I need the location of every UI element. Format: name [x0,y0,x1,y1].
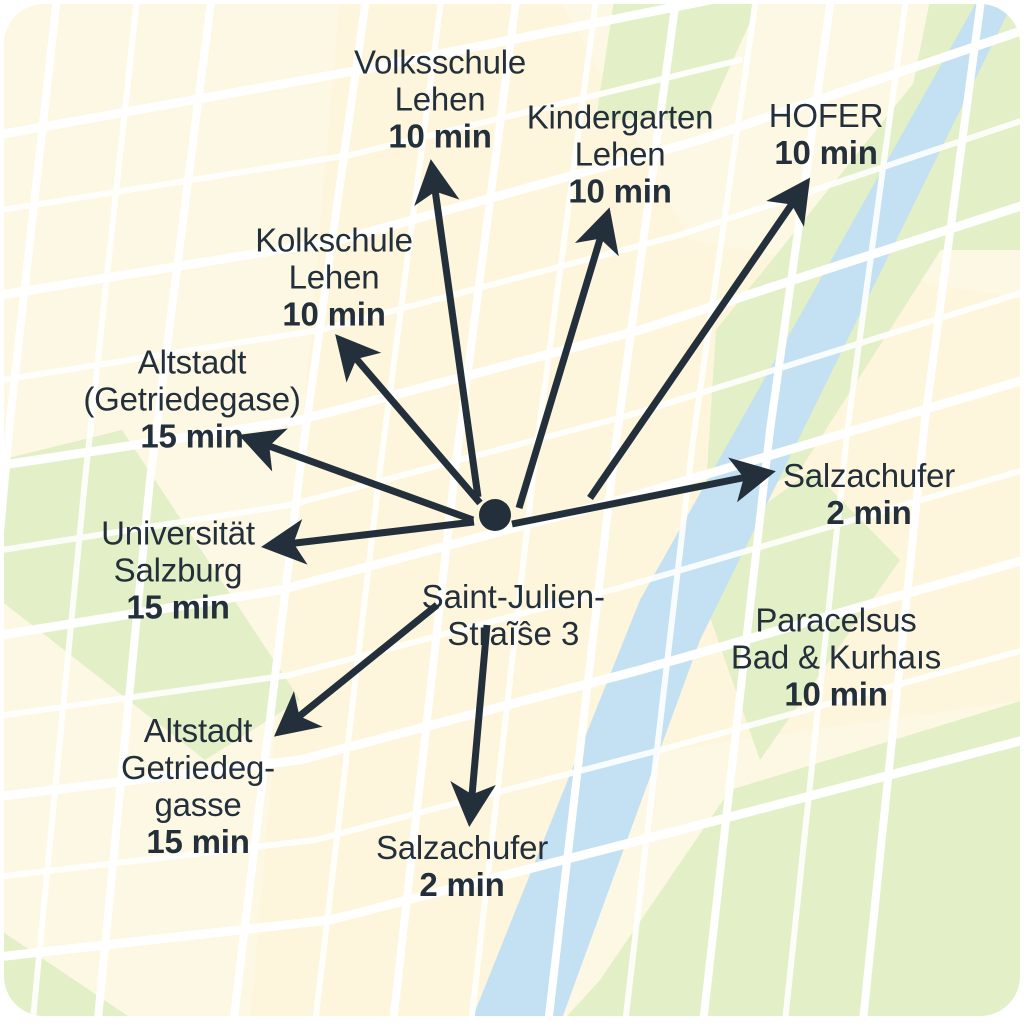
poi-name-line: Salzachufer [375,829,549,867]
poi-name-line: Getriedeg- [121,749,275,787]
poi-duration: 15 min [126,588,230,626]
route-arrow-volksschule-lehen [414,159,482,498]
poi-label-altstadt-getriedegase: Altstadt(Getriedegase)15 min [83,343,301,456]
route-arrow-altstadt-getriedeggasse [274,602,440,737]
poi-name-line: Lehen [574,135,666,173]
poi-name-line: Lehen [288,258,380,296]
poi-duration: 10 min [282,295,386,333]
poi-name-line: Bad & Kurhaıs [730,638,942,676]
origin-label-line1: Saint-Julien- [421,577,606,615]
route-arrow-kindergarten-lehen [515,207,619,510]
route-arrow-salzachufer-east [511,457,776,528]
origin-label: Saint-Julien- Straĩŝe 3 [385,542,605,690]
origin-label-line2: Straĩŝe 3 [447,614,580,652]
poi-name-line: Kolkschule [255,221,413,259]
poi-duration: 15 min [146,822,250,860]
poi-name-line: Lehen [394,80,486,118]
poi-name-line: (Getriedegase) [83,380,301,418]
poi-duration: 2 min [826,494,912,531]
poi-name-line: Salzburg [113,551,243,589]
poi-name-line: Altstadt [137,343,247,381]
poi-name-line: Salzachufer [782,457,956,495]
poi-name-line: Volksschule [353,43,527,81]
park-southeast [560,700,1020,1016]
poi-duration: 10 min [774,134,878,171]
park-west [4,430,300,760]
poi-name-line: Altstadt [143,712,253,750]
route-arrow-universitaet-salzburg [261,518,475,565]
park-north [596,4,760,120]
route-arrow-kolkschule-lehen [335,334,483,506]
poi-duration: 10 min [388,117,492,155]
poi-duration: 2 min [419,866,505,903]
poi-duration: 15 min [140,417,244,455]
poi-duration: 10 min [568,172,672,210]
poi-name-line: HOFER [768,97,884,135]
poi-duration: 10 min [784,675,888,713]
route-arrows [238,159,811,827]
route-arrow-salzachufer-south [450,624,496,827]
poi-name-line: Kindergarten [526,98,714,136]
origin-dot-icon [479,499,511,531]
route-arrow-altstadt-getriedegase [238,428,475,524]
poi-name-line: gasse [154,786,242,823]
route-arrow-hofer [587,177,811,500]
poi-name-line: Universität [101,514,255,552]
poi-name-line: Paracelsus [755,601,917,639]
